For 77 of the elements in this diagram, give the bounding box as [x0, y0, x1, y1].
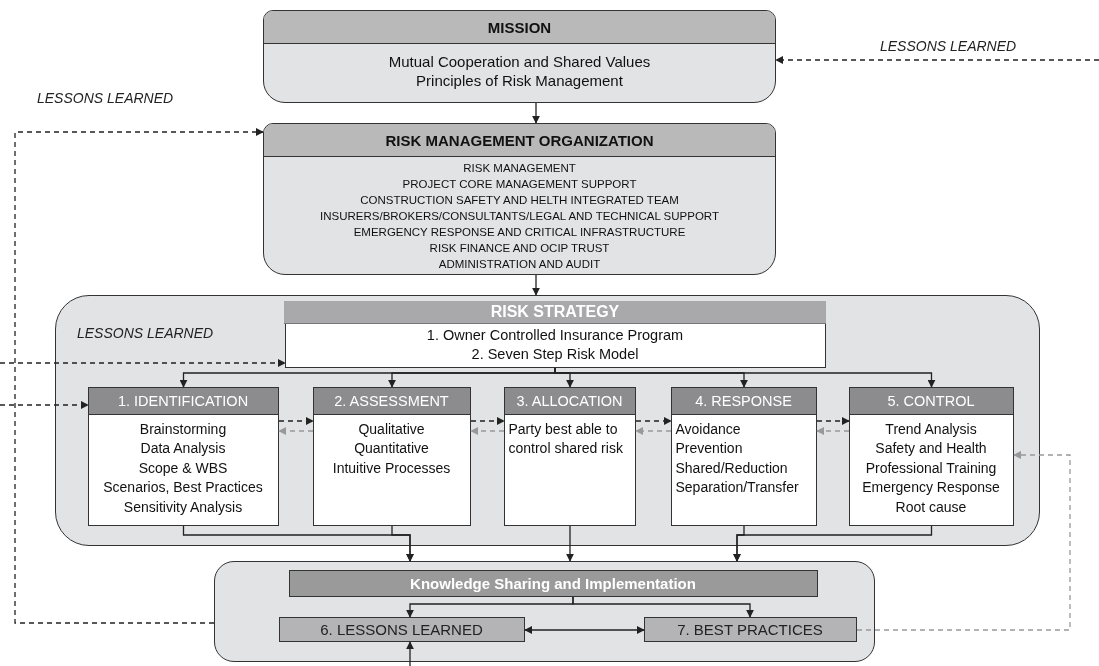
- edge-label: LESSONS LEARNED: [37, 90, 174, 106]
- box-text: Trend Analysis: [885, 419, 977, 439]
- box-text: Sensitivity Analysis: [123, 497, 243, 517]
- strategy-panel: [55, 295, 1040, 546]
- box-text: Prevention: [675, 439, 743, 458]
- strategy-box: [284, 301, 826, 368]
- arrow: [524, 626, 645, 634]
- arrow: [278, 417, 314, 425]
- box-text: Qualitative: [358, 419, 425, 439]
- step-box: [670, 386, 817, 526]
- box-heading: RISK MANAGEMENT ORGANIZATION: [264, 124, 775, 157]
- arrow: [470, 427, 505, 435]
- box-text: 6. LESSONS LEARNED: [320, 620, 483, 638]
- box-text: Shared/Reduction: [675, 458, 788, 478]
- box-text: Scenarios, Best Practices: [103, 478, 263, 497]
- box-heading: MISSION: [264, 11, 775, 44]
- lessons-box: [278, 616, 525, 642]
- arrow: [14, 128, 264, 624]
- arrow: [406, 641, 414, 666]
- arrow: [278, 427, 314, 435]
- arrow: [391, 525, 414, 562]
- arrow: [0, 401, 89, 409]
- box-heading: 4. RESPONSE: [671, 387, 816, 415]
- edge-label: LESSONS LEARNED: [77, 325, 214, 341]
- box-heading: 1. IDENTIFICATION: [88, 387, 278, 415]
- box-text: Quantitative: [354, 439, 429, 458]
- box-text: 1. Owner Controlled Insurance Program: [426, 326, 684, 345]
- box-heading: 5. CONTROL: [849, 387, 1013, 415]
- arrow: [566, 525, 574, 562]
- step-box: [848, 386, 1014, 526]
- box-text: Knowledge Sharing and Implementation: [410, 574, 696, 592]
- box-text: RISK MANAGEMENT: [463, 161, 576, 176]
- organization-box: [263, 123, 776, 275]
- arrow: [572, 596, 754, 618]
- box-text: Professional Training: [865, 458, 997, 478]
- box-text: Principles of Risk Management: [416, 71, 623, 90]
- box-text: Intuitive Processes: [332, 458, 451, 478]
- arrow: [856, 451, 1071, 631]
- arrow: [635, 427, 672, 435]
- box-text: Brainstorming: [139, 419, 227, 439]
- arrow: [470, 417, 505, 425]
- box-text: Mutual Cooperation and Shared Values: [388, 52, 651, 71]
- arrow: [0, 359, 286, 367]
- practices-box: [643, 616, 857, 642]
- box-text: RISK FINANCE AND OCIP TRUST: [429, 241, 610, 256]
- knowledge-bar: [288, 569, 818, 597]
- box-text: ADMINISTRATION AND AUDIT: [438, 257, 601, 272]
- step-box: [503, 386, 636, 526]
- box-text: EMERGENCY RESPONSE AND CRITICAL INFRASTRUCTURE: [353, 225, 686, 240]
- box-text: CONSTRUCTION SAFETY AND HELTH INTEGRATED TEAM: [360, 193, 679, 208]
- box-text: Party best able to control shared risk: [508, 419, 624, 458]
- box-text: 2. Seven Step Risk Model: [471, 345, 639, 364]
- box-heading: 3. ALLOCATION: [504, 387, 635, 415]
- box-text: Data Analysis: [140, 439, 226, 458]
- arrow: [635, 417, 672, 425]
- box-text: Safety and Health: [875, 439, 987, 458]
- box-text: Emergency Response: [862, 478, 1000, 497]
- arrow: [733, 525, 933, 562]
- arrow: [532, 102, 540, 124]
- box-heading: RISK STRATEGY: [284, 301, 826, 324]
- box-text: Separation/Transfer: [675, 478, 799, 497]
- box-text: Root cause: [895, 497, 967, 517]
- edge-label: LESSONS LEARNED: [880, 38, 1017, 54]
- step-box: [87, 386, 279, 526]
- box-text: 7. BEST PRACTICES: [677, 620, 823, 638]
- arrow: [816, 417, 850, 425]
- arrow: [775, 56, 1099, 64]
- knowledge-panel: [214, 561, 875, 662]
- step-box: [312, 386, 471, 526]
- mission-box: [263, 10, 776, 103]
- box-text: PROJECT CORE MANAGEMENT SUPPORT: [402, 177, 637, 192]
- arrow: [532, 274, 540, 296]
- box-text: INSURERS/BROKERS/CONSULTANTS/LEGAL AND TECHNICAL SUPPORT: [320, 209, 719, 224]
- box-text: Scope & WBS: [138, 458, 228, 478]
- box-text: Avoidance: [675, 419, 741, 439]
- box-heading: 2. ASSESSMENT: [313, 387, 470, 415]
- arrow: [816, 427, 850, 435]
